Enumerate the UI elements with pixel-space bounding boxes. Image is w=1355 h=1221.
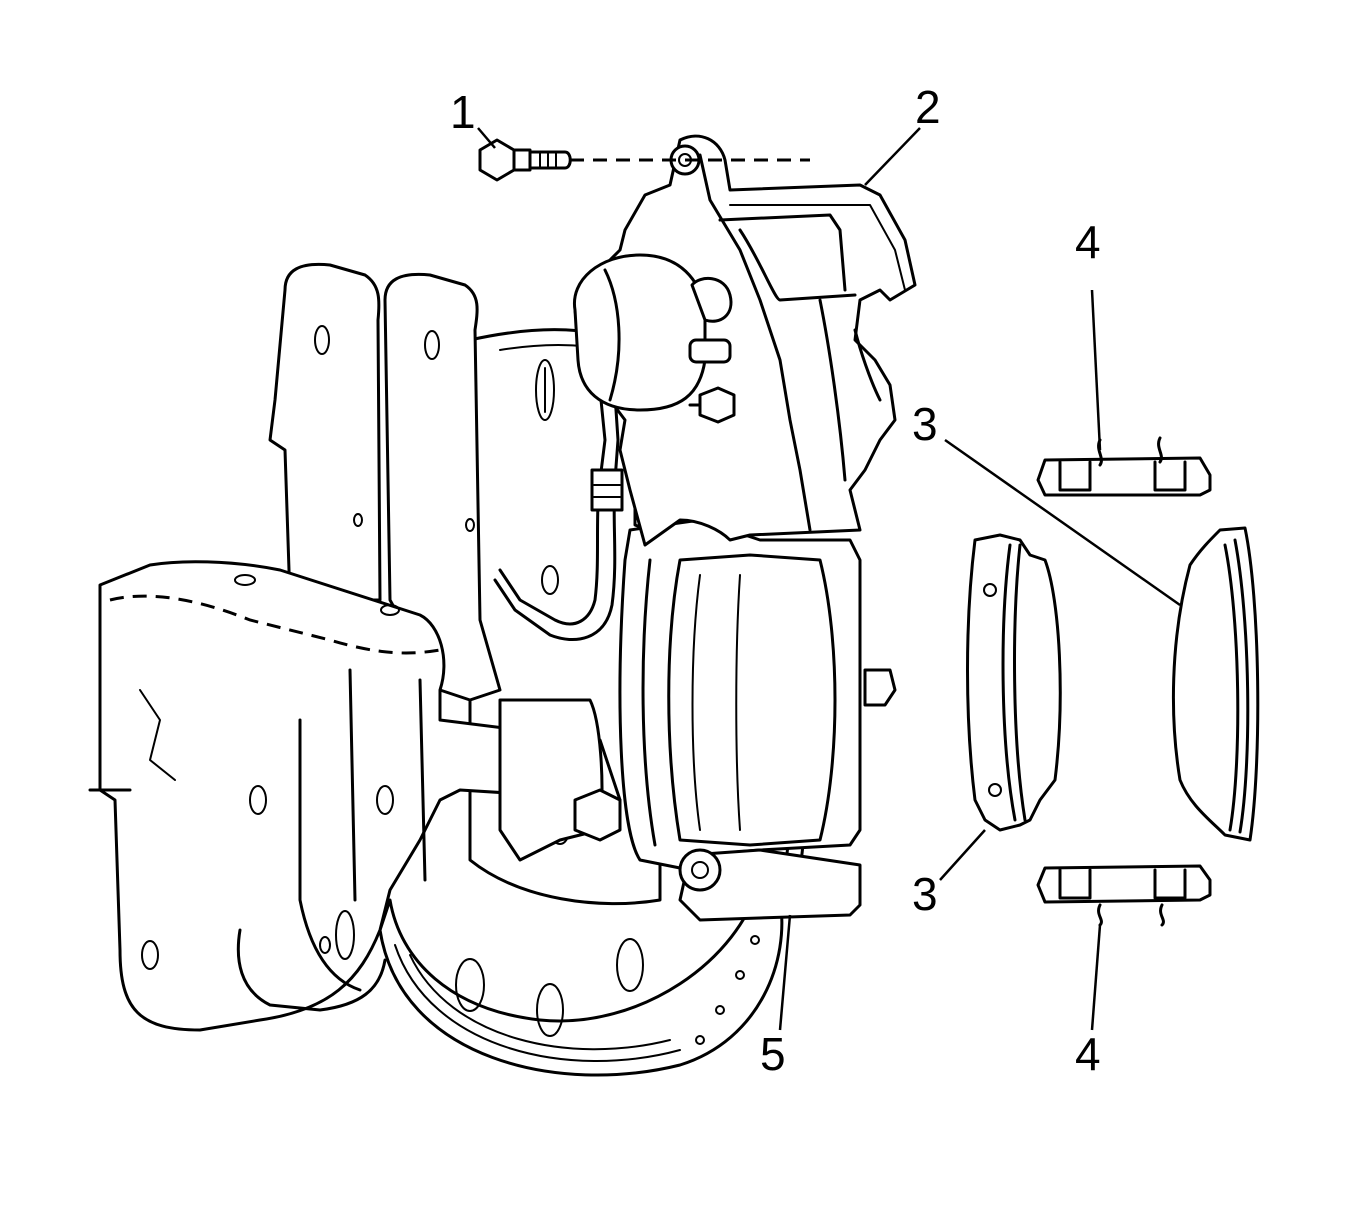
callout-3-upper-label: 3 (912, 398, 938, 450)
caliper-bolt (478, 138, 572, 182)
upper-pad-retainer-clip (1036, 436, 1212, 497)
outer-brake-pad (1171, 526, 1260, 842)
callout-4-lower-leader (1090, 924, 1102, 1031)
callout-4-upper-leader (1090, 289, 1102, 451)
callout-4-upper-label: 4 (1075, 216, 1101, 268)
callout-4-lower-label: 4 (1075, 1028, 1101, 1080)
callout-1-label: 1 (450, 86, 476, 138)
lower-pad-retainer-clip (1036, 864, 1212, 927)
steering-knuckle (88, 262, 622, 1032)
callout-3-lower-leader (939, 829, 986, 881)
callout-2-leader (864, 127, 921, 186)
callout-5-label: 5 (760, 1028, 786, 1080)
callout-3-lower-label: 3 (912, 868, 938, 920)
caliper-bracket (573, 491, 897, 922)
callout-1-leader (477, 127, 496, 149)
inner-brake-pad (966, 533, 1062, 832)
callout-5-leader (778, 914, 792, 1031)
callout-2-label: 2 (915, 81, 941, 133)
brake-hose (493, 388, 624, 642)
brake-caliper (572, 134, 917, 547)
callout-3-upper-leader (944, 438, 1181, 607)
